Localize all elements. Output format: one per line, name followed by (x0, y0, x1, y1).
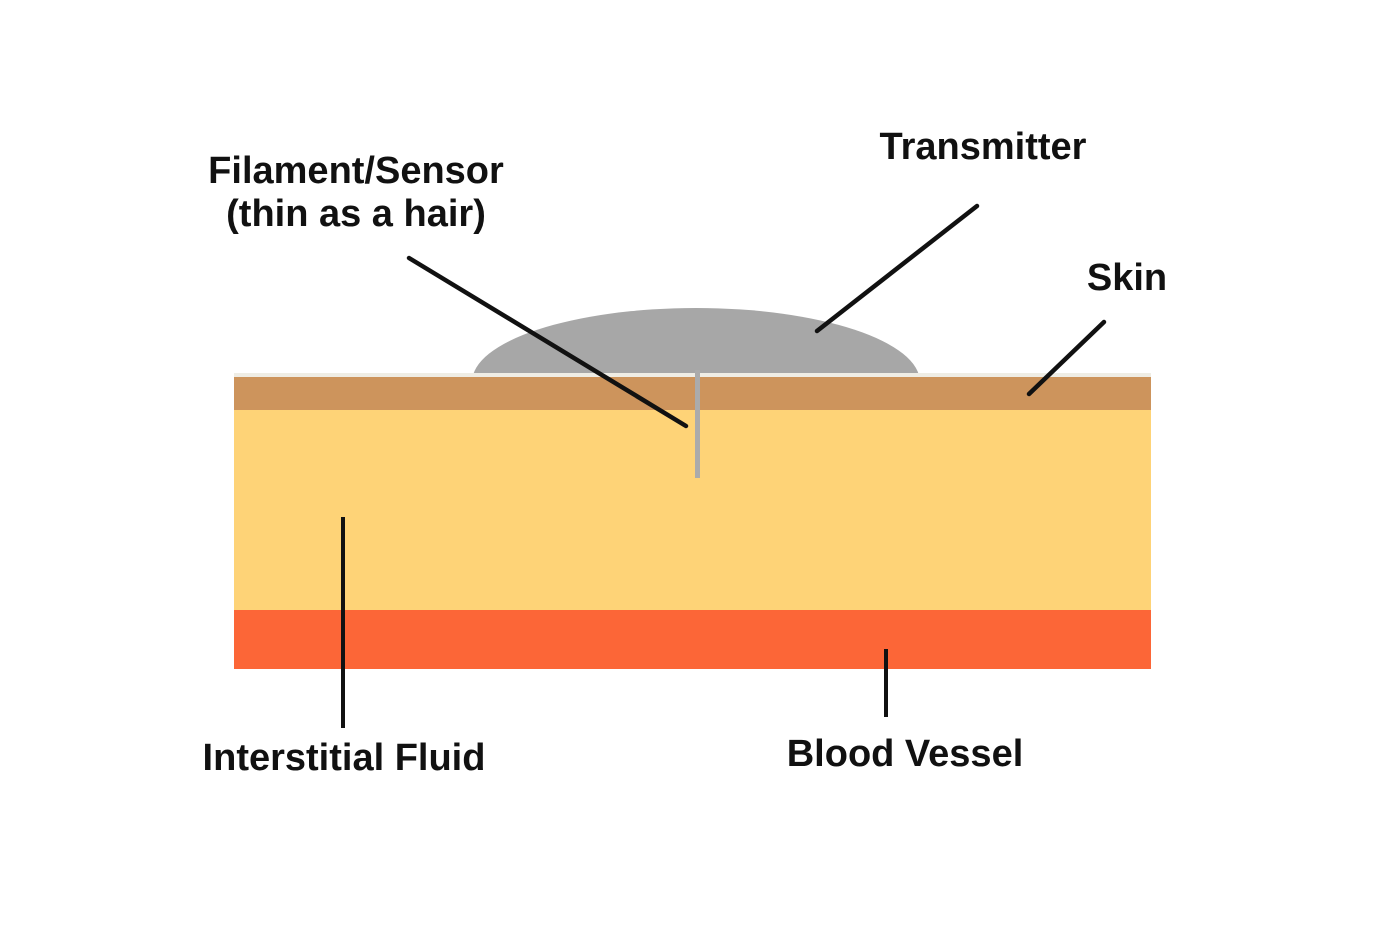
blood-vessel-label: Blood Vessel (786, 733, 1024, 775)
blood-vessel-layer (234, 610, 1151, 669)
filament-sensor-label: Filament/Sensor (thin as a hair) (208, 150, 504, 236)
filament-leader-line (406, 255, 689, 429)
interstitial-fluid-label: Interstitial Fluid (202, 737, 486, 779)
transmitter-leader-line (814, 203, 980, 334)
filament-sensor-label-line1: Filament/Sensor (208, 150, 504, 192)
skin-top-edge (234, 373, 1151, 377)
filament-sensor-label-line2: (thin as a hair) (226, 193, 486, 235)
skin-layer (234, 377, 1151, 410)
transmitter-label: Transmitter (879, 126, 1087, 168)
interstitial-fluid-layer (234, 410, 1151, 610)
skin-leader-line (1026, 319, 1107, 397)
skin-label: Skin (1086, 257, 1168, 299)
